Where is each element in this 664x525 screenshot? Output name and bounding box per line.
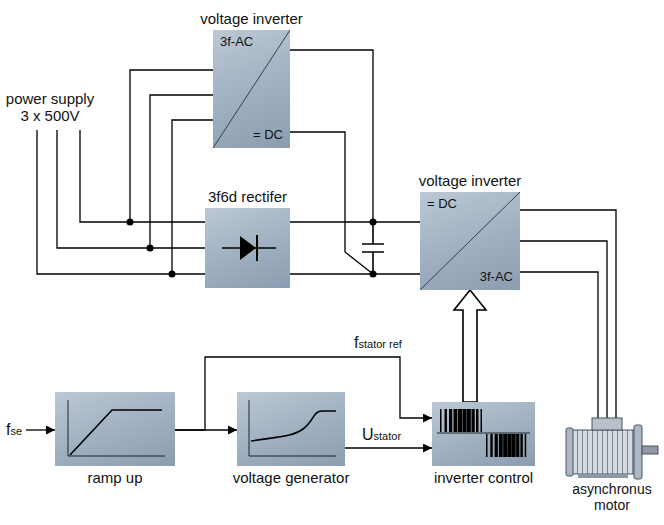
voltage-curve-graph <box>249 400 336 456</box>
terminal-label: 3f-AC <box>480 270 513 285</box>
dc-wire <box>290 132 373 274</box>
signal-name: Ustator <box>360 426 403 444</box>
power-wire <box>290 273 420 274</box>
box-heading: voltage inverter <box>200 10 303 30</box>
power-wire <box>520 241 607 418</box>
box-body: 3f-AC = DC <box>213 30 290 148</box>
dc-wire <box>290 50 373 222</box>
signal-name: fse <box>4 421 24 439</box>
rectifier-box: 3f6d rectifer <box>205 188 290 288</box>
box-caption: voltage generator <box>233 466 350 486</box>
power-wire <box>520 272 598 418</box>
input-arrow <box>26 429 55 430</box>
box-heading: voltage inverter <box>419 172 522 192</box>
junction-dot <box>147 245 154 252</box>
box-body <box>237 392 345 466</box>
diode-symbol <box>222 235 276 261</box>
box-caption: inverter control <box>434 466 533 486</box>
box-body <box>432 402 535 466</box>
motor-illustration <box>566 418 658 479</box>
junction-dot <box>127 219 134 226</box>
control-arrow <box>454 290 486 402</box>
box-body <box>205 208 290 288</box>
box-body <box>55 392 175 466</box>
illustration-frame <box>564 418 660 478</box>
box-body: = DC 3f-AC <box>420 192 520 290</box>
supply-wire <box>57 130 205 248</box>
supply-label: power supply 3 x 500V <box>4 90 96 125</box>
terminal-label: = DC <box>427 197 457 212</box>
control-box: inverter control <box>432 402 535 486</box>
supply-wire <box>37 130 205 274</box>
converter-diagonal <box>213 30 290 148</box>
box-caption: asynchronus motor <box>564 478 660 513</box>
converter-diagonal <box>420 192 520 290</box>
box-caption: ramp up <box>87 466 142 486</box>
converter-box: voltage inverter3f-AC= DC <box>213 10 290 148</box>
terminal-label: 3f-AC <box>220 35 253 50</box>
signal-arrow <box>345 447 432 448</box>
signal-name: fstator ref <box>352 334 404 352</box>
ramp-box: ramp up <box>55 392 175 486</box>
junction-dot <box>169 271 176 278</box>
converter-box: voltage inverter = DC 3f-AC <box>420 172 520 290</box>
motor: asynchronus motor <box>564 418 660 513</box>
terminal-label: = DC <box>253 128 283 143</box>
power-wire <box>290 221 420 222</box>
pwm-pattern <box>437 409 530 457</box>
box-heading: 3f6d rectifer <box>208 188 287 208</box>
feedback-wire <box>150 95 213 248</box>
capacitor-symbol <box>362 222 384 274</box>
supply-wire <box>80 130 205 222</box>
ramp-graph <box>68 400 165 456</box>
power-wire <box>520 210 616 418</box>
generator-box: voltage generator <box>237 392 345 486</box>
